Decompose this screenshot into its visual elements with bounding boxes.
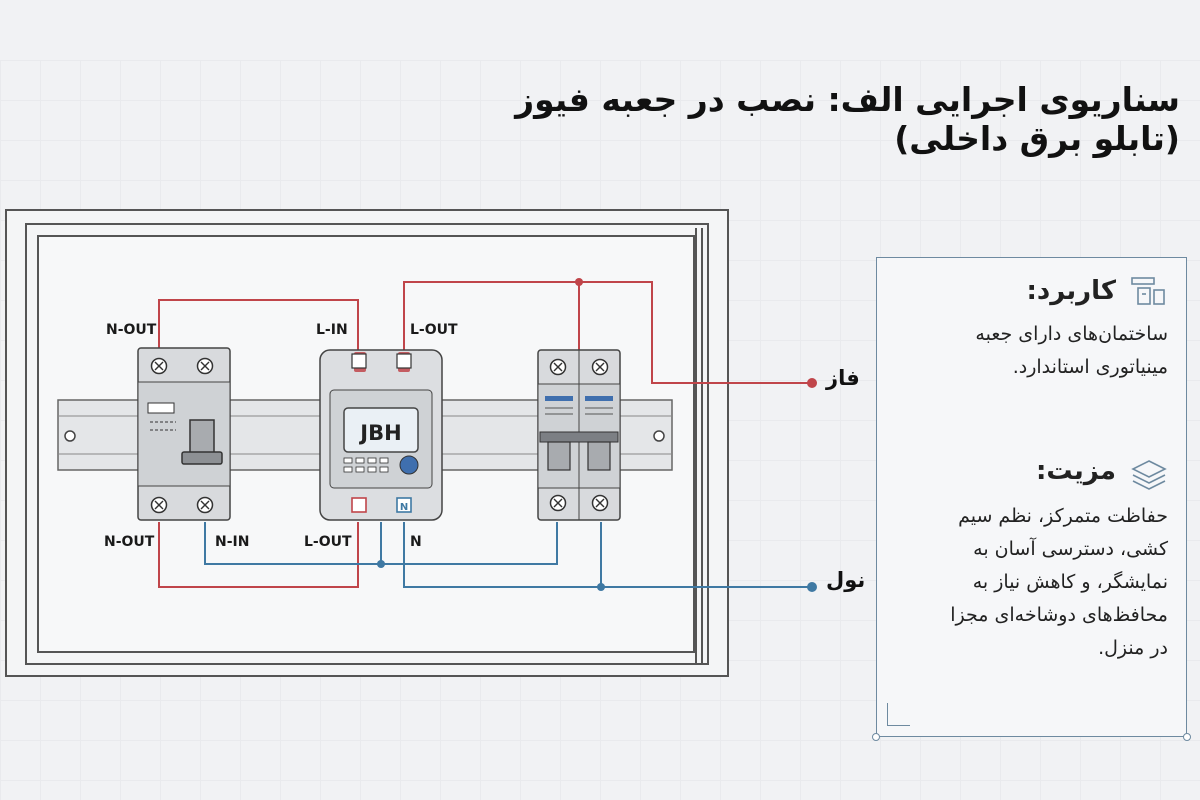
label-l-out-bottom: L-OUT <box>304 534 352 550</box>
label-l-in: L-IN <box>316 322 348 338</box>
neutral-terminal-dot <box>807 582 817 592</box>
benefit-heading: مزیت: <box>1036 456 1116 486</box>
phase-wire-main <box>403 281 812 384</box>
meter-brand: JBH <box>358 421 401 445</box>
phase-terminal-dot <box>807 378 817 388</box>
phase-wire-bottom <box>158 522 359 588</box>
label-n: N <box>410 534 422 550</box>
layers-icon <box>1131 460 1167 490</box>
corner-bracket <box>887 703 910 726</box>
label-phase: فاز <box>826 366 860 390</box>
usage-text: ساختمان‌های دارای جعبه مینیاتوری استاندا… <box>975 323 1168 378</box>
rcd-module <box>137 347 231 521</box>
svg-text:N: N <box>400 502 408 513</box>
label-n-out-bottom: N-OUT <box>104 534 155 550</box>
neutral-wire-main <box>403 522 812 588</box>
enclosure-middle <box>25 223 709 665</box>
label-n-out-top: N-OUT <box>106 322 157 338</box>
rail-hole-right <box>653 430 665 442</box>
page-title: سناریوی اجرایی الف: نصب در جعبه فیوز (تا… <box>515 80 1180 158</box>
usage-heading: کاربرد: <box>1026 276 1116 306</box>
label-l-out-top: L-OUT <box>410 322 458 338</box>
label-n-in: N-IN <box>215 534 250 550</box>
rail-hole-left <box>64 430 76 442</box>
label-neutral: نول <box>826 568 866 592</box>
energy-meter: N JBH <box>319 349 443 521</box>
info-panel: کاربرد: ساختمان‌های دارای جعبه مینیاتوری… <box>872 257 1191 741</box>
phase-wire-top-left <box>158 299 359 350</box>
circuit-breaker <box>537 349 621 521</box>
usage-icon <box>1131 277 1165 305</box>
benefit-text: حفاظت متمرکز، نظم سیم کشی، دسترسی آسان ب… <box>950 505 1168 659</box>
